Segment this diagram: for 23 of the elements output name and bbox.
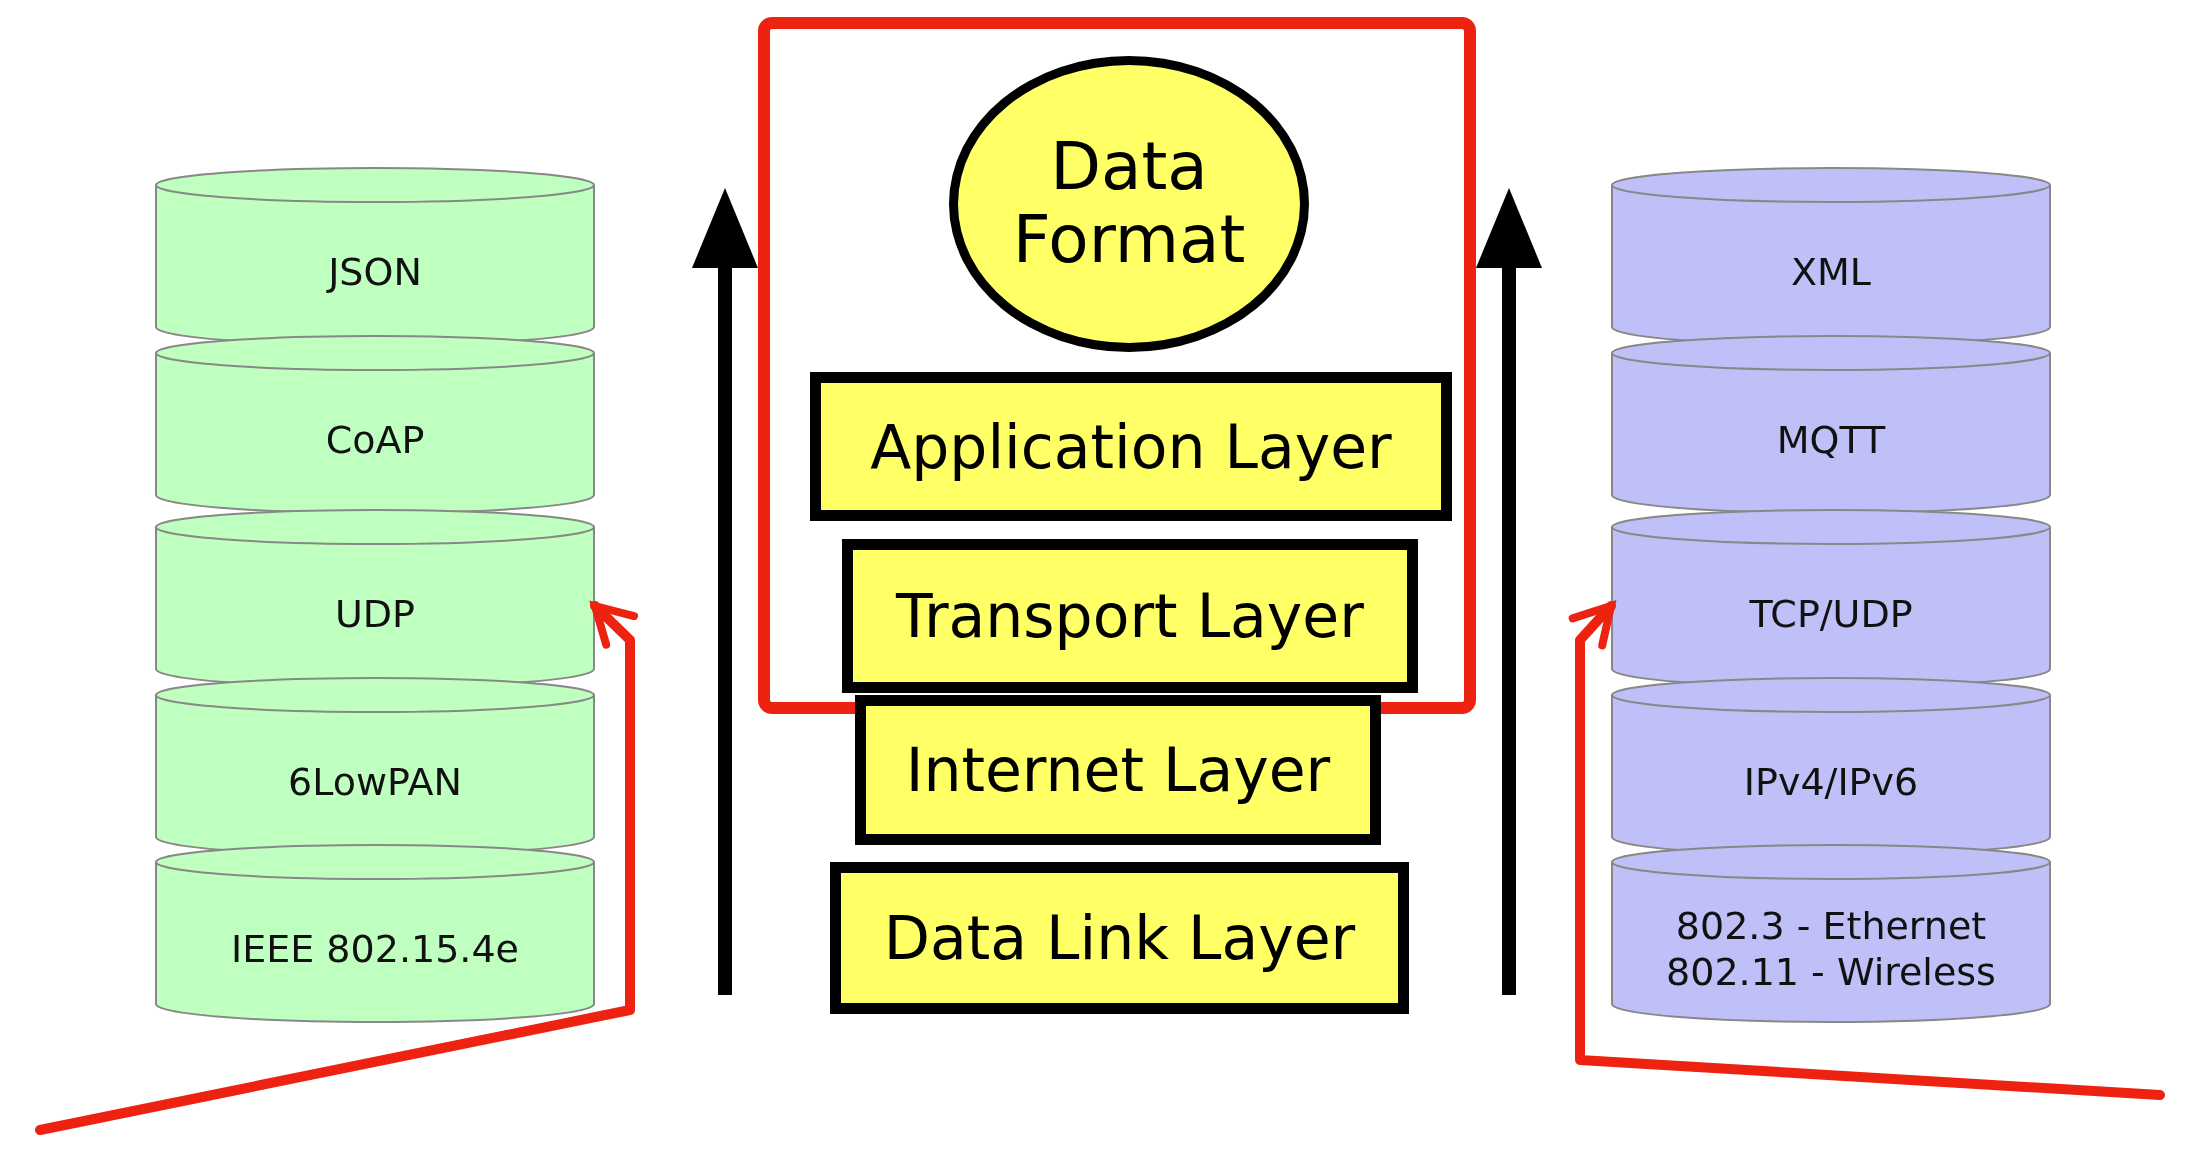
layer-box (842, 539, 1418, 693)
cylinder-label: 6LowPAN (288, 760, 462, 806)
cylinder-label: IEEE 802.15.4e (231, 927, 519, 973)
layer-label: Internet Layer (905, 735, 1331, 805)
highlight-frame (758, 17, 1476, 714)
layer-label: Application Layer (870, 411, 1392, 482)
cylinder-label: IPv4/IPv6 (1743, 760, 1919, 806)
layer-box (855, 695, 1381, 845)
cylinder-label: CoAP (325, 418, 425, 464)
cylinder-label: TCP/UDP (1749, 592, 1913, 638)
layer-label: Data Link Layer (883, 903, 1356, 973)
layer-box (810, 372, 1452, 521)
cylinder-label: XML (1791, 250, 1871, 296)
cylinder-label: JSON (328, 250, 422, 296)
cylinder-label: 802.3 - Ethernet (1675, 904, 1987, 950)
hand-drawn-arrow (1568, 601, 2165, 1100)
layer-label: Transport Layer (896, 581, 1364, 651)
hand-drawn-arrow (35, 601, 639, 1135)
cylinder-label: MQTT (1776, 418, 1886, 464)
cylinder-label: UDP (335, 592, 415, 638)
oval-label: Data Format (1011, 131, 1247, 277)
cylinder-label: 802.11 - Wireless (1666, 950, 1996, 996)
layer-box (830, 862, 1409, 1014)
